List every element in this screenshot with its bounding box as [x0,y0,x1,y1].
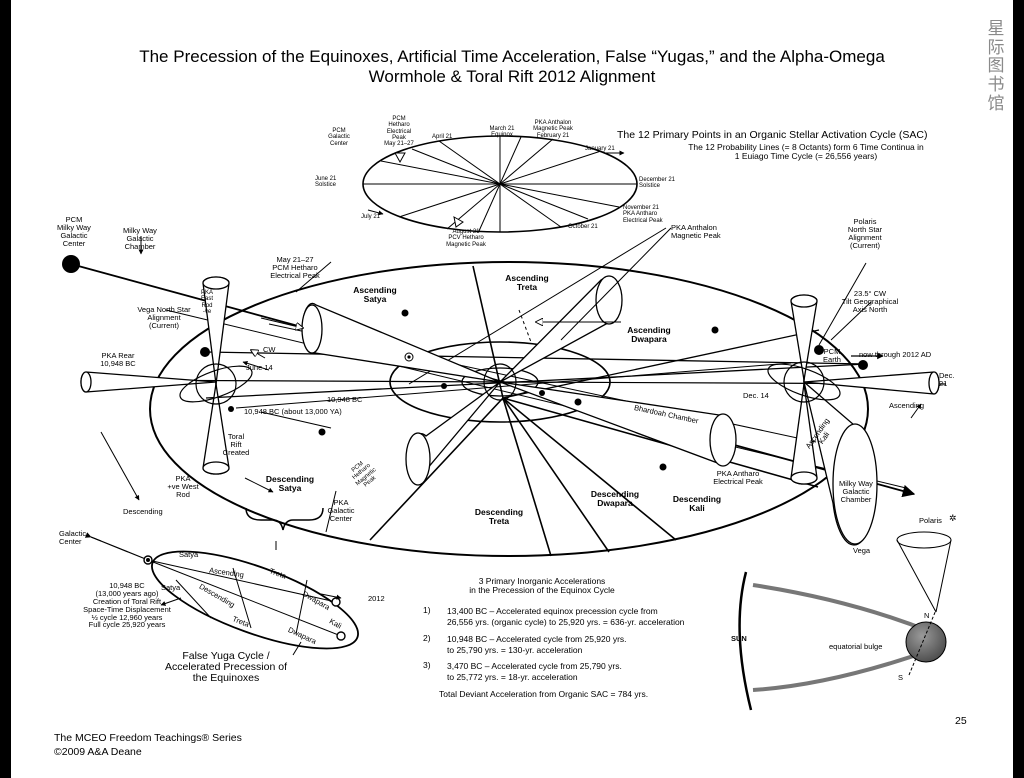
label-now-2012: now through 2012 AD [859,350,932,359]
earth-polaris: Polaris [919,516,942,525]
pointer-arrows [100,227,922,533]
label-bc-13000: 10,948 BC (about 13,000 YA) [244,407,342,416]
earth-s: S [898,673,904,682]
yuga-satya-left: Satya [161,583,181,592]
sector-descending-treta: Descending Treta [474,507,524,526]
sac-label-january21: January 21 [585,146,615,152]
label-pka-east-rod: PKA East Rod -ve [200,290,213,315]
accel-item-3: 3,470 BC – Accelerated cycle from 25,790… [447,661,622,683]
accel-item-1-num: 1) [423,605,431,615]
sector-ascending-satya: Ascending Satya [353,285,397,304]
polaris-star-icon: ✲ [949,513,957,523]
label-pka-west-rod: PKA +ve West Rod [167,474,199,499]
label-pka-galactic-center: PKA Galactic Center [327,498,355,523]
earth-vega: Vega [853,546,871,555]
watermark: 星际图书馆 [987,19,1005,113]
sac-label-august21: August 21 PCV Hetharo Magnetic Peak [446,229,486,248]
label-polaris-alignment: Polaris North Star Alignment (Current) [847,217,883,250]
sac-label-december21: December 21 Solstice [639,177,676,190]
earth-sun: SUN [731,634,747,643]
yuga-galactic-center: Galactic Center [59,529,87,546]
label-pka-antharo: PKA Antharo Electrical Peak [713,469,763,486]
sector-lines [369,265,820,557]
sac-label-pcm-hetharo: PCM Hetharo Electrical Peak May 21–27 [384,116,414,148]
sac-label-march21: March 21 Equinox [489,126,515,139]
accel-title: 3 Primary Inorganic Accelerations in the… [469,576,615,595]
diagram-page: The Precession of the Equinoxes, Artific… [11,0,1013,778]
label-vega-alignment: Vega North Star Alignment (Current) [137,305,191,330]
accel-item-2: 10,948 BC – Accelerated cycle from 25,92… [447,634,627,656]
label-dec14: Dec. 14 [743,391,769,400]
sector-descending-satya: Descending Satya [265,474,315,493]
label-june14: June 14 [246,363,273,372]
label-descending-arrow: Descending [123,507,163,516]
sac-wheel [362,135,638,233]
sac-subtext: The 12 Probability Lines (= 8 Octants) f… [688,142,924,161]
earth-bulge: equatorial bulge [829,642,883,651]
hubs [179,361,841,405]
sector-descending-dwapara: Descending Dwapara [590,489,640,508]
node-dots [62,255,868,471]
label-cw: CW [263,345,276,354]
page-number: 25 [955,715,967,727]
yuga-year-2012: 2012 [368,594,385,603]
sector-descending-kali: Descending Kali [672,494,722,513]
label-mw-chamber-right: Milky Way Galactic Chamber [839,479,873,504]
accel-total: Total Deviant Acceleration from Organic … [439,689,649,699]
accel-item-3-num: 3) [423,660,431,670]
sun-earth [738,531,952,711]
label-toral-rift: Toral Rift Created [222,432,250,457]
sac-heading: The 12 Primary Points in an Organic Stel… [617,129,928,141]
yuga-note: 10,948 BC (13,000 years ago) Creation of… [83,581,171,630]
diagram-artwork [62,135,952,711]
footer: The MCEO Freedom Teachings® Series ©2009… [54,732,242,758]
label-pcm-earth: PCM Earth [823,347,841,364]
label-may-hetharo: May 21–27 PCM Hetharo Electrical Peak [270,255,320,280]
sector-ascending-treta: Ascending Treta [505,273,549,292]
yuga-satya-top: Satya [179,550,199,559]
cones [80,275,940,546]
sac-label-july21: July 21 [361,214,381,220]
accel-item-1: 13,400 BC – Accelerated equinox precessi… [447,606,685,628]
yuga-wheel [84,532,359,656]
label-ascending-arrow: Ascending [889,401,925,410]
label-bc-10948: 10,948 BC [327,395,363,404]
label-tilt: 23.5° CW Tilt Geographical Axis North [841,289,899,314]
sac-label-june21: June 21 Solstice [315,176,337,189]
label-pka-rear: PKA Rear 10,948 BC [100,351,136,368]
sac-label-pcm-galactic-center: PCM Galactic Center [328,128,350,147]
sac-label-october21: October 21 [568,224,598,230]
yuga-caption: False Yuga Cycle / Accelerated Precessio… [165,650,287,685]
label-pcm-mw-center: PCM Milky Way Galactic Center [57,215,91,248]
label-mw-chamber: Milky Way Galactic Chamber [123,226,157,251]
page-title: The Precession of the Equinoxes, Artific… [139,47,885,86]
accel-item-2-num: 2) [423,633,431,643]
label-dec21: Dec. 21 [939,371,955,388]
sector-ascending-dwapara: Ascending Dwapara [627,325,671,344]
label-pka-anthalon: PKA Anthalon Magnetic Peak [671,223,721,240]
earth-n: N [924,611,930,620]
sac-label-pka-anthalon: PKA Anthalon Magnetic Peak February 21 [533,120,573,139]
sac-label-april21: April 21 [432,134,453,140]
brace [245,507,324,531]
sac-label-november21: November 21 PKA Antharo Electrical Peak [623,205,663,224]
